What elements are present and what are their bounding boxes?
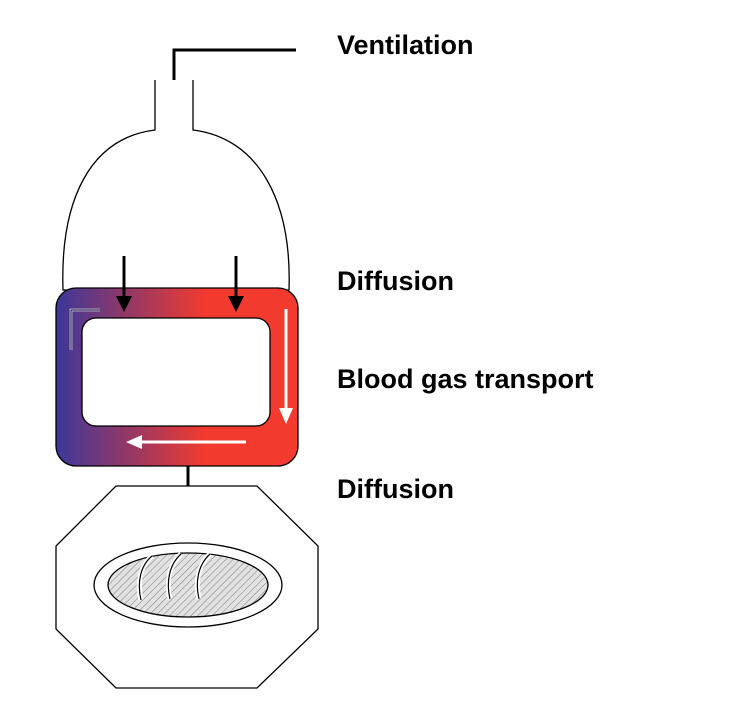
circulation-arrow-left — [126, 435, 246, 449]
ventilation-label: Ventilation — [337, 30, 474, 60]
mitochondrion-icon — [93, 542, 283, 628]
diffusion-top-label: Diffusion — [337, 266, 454, 296]
diffusion-bottom-label: Diffusion — [337, 474, 454, 504]
alveolus-shape — [62, 80, 290, 291]
blood-gas-transport-label: Blood gas transport — [337, 364, 594, 394]
circulation-arrow-down — [279, 309, 293, 424]
circulation-line-top-left-dark — [70, 309, 100, 350]
blood-loop — [55, 287, 299, 467]
diffusion-arrow-left — [116, 256, 132, 312]
diffusion-arrow-right — [228, 256, 244, 312]
